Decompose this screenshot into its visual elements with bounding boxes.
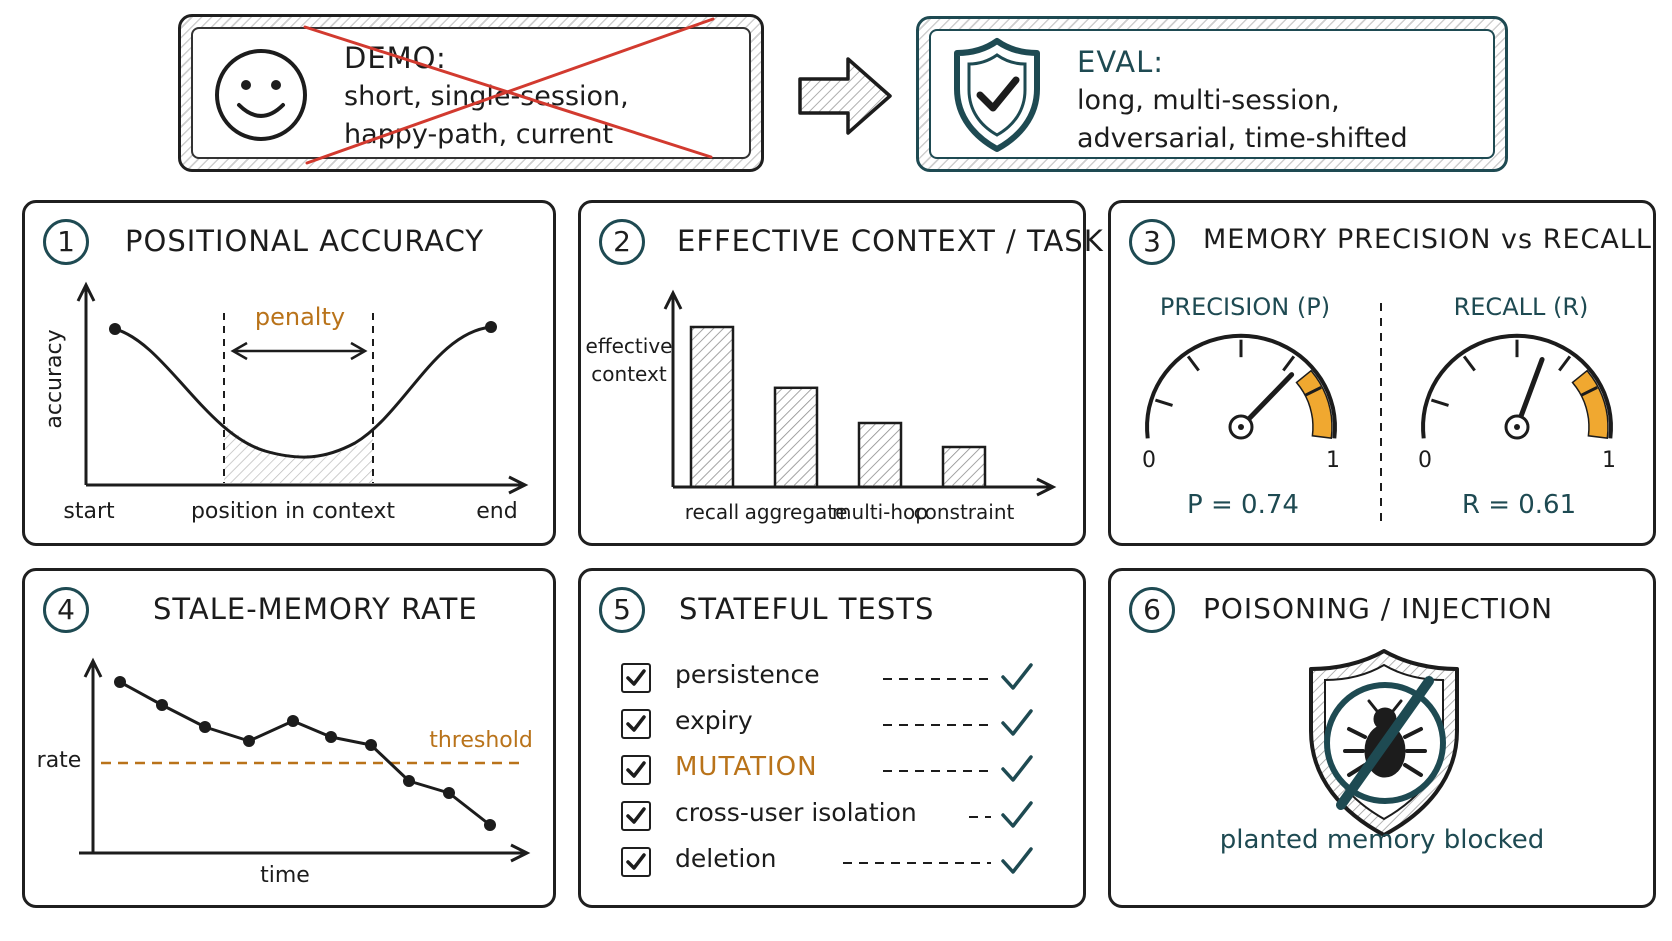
check-icon (1001, 755, 1033, 782)
panel-title: MEMORY PRECISION vs RECALL (1203, 224, 1652, 255)
gauges: PRECISION (P) 0 1 P = 0.74 RECALL (R) 0 1 R = 0… (1142, 293, 1616, 521)
eval-line-1: long, multi-session, (1077, 85, 1340, 116)
gauge-1: RECALL (R) 0 1 R = 0.61 (1418, 293, 1616, 520)
panel-title: POISONING / INJECTION (1203, 592, 1554, 625)
positional-accuracy-chart: penalty accuracy start position in conte… (42, 281, 529, 524)
gauge-readout: P = 0.74 (1187, 490, 1299, 520)
panel-title: STATEFUL TESTS (679, 592, 935, 626)
checkbox[interactable] (621, 709, 651, 739)
gauge-min-label: 0 (1142, 448, 1156, 473)
data-point (325, 731, 337, 743)
test-label: expiry (675, 706, 753, 735)
shield-check-icon (954, 38, 1040, 152)
y-axis-label: rate (37, 748, 82, 773)
panel-effective-context: 2 EFFECTIVE CONTEXT / TASK effective con… (578, 200, 1103, 546)
test-item: MUTATION (621, 752, 1061, 795)
gauge-zone (1295, 369, 1333, 439)
category-label: multi-hop (832, 500, 928, 524)
test-label: MUTATION (675, 752, 818, 782)
panel-number: 6 (1129, 587, 1175, 633)
x-end-label: end (476, 499, 517, 524)
test-item: expiry (621, 706, 1061, 749)
gauge-readout: R = 0.61 (1462, 490, 1576, 520)
checkbox[interactable] (621, 755, 651, 785)
panel-number: 1 (43, 219, 89, 265)
x-start-label: start (63, 499, 115, 524)
bar-recall (689, 325, 735, 489)
check-icon (1001, 709, 1033, 736)
eval-line-2: adversarial, time-shifted (1077, 123, 1408, 154)
stale-memory-chart: threshold rate time (37, 657, 533, 888)
x-axis-label: time (260, 863, 310, 888)
test-item: cross-user isolation (621, 798, 1061, 841)
right-arrow-icon (798, 57, 892, 135)
x-axis-label: position in context (191, 499, 395, 524)
shield-bug-blocked-icon (1309, 649, 1459, 837)
panel-title: EFFECTIVE CONTEXT / TASK (677, 224, 1104, 258)
category-label: constraint (914, 500, 1015, 524)
cross-out-mark (303, 17, 715, 165)
gauge-zone (1571, 369, 1609, 439)
data-point (114, 676, 126, 688)
bar-multi-hop (857, 421, 903, 489)
gauge-max-label: 1 (1326, 448, 1340, 473)
data-point (243, 735, 255, 747)
data-point (199, 721, 211, 733)
test-label: persistence (675, 660, 820, 689)
panel-number: 5 (599, 587, 645, 633)
category-label: aggregate (745, 500, 848, 524)
panel-poisoning-injection: 6 POISONING / INJECTION planted memory b… (1108, 568, 1656, 908)
data-point (484, 819, 496, 831)
check-icon (1001, 801, 1033, 828)
y-axis-label: accuracy (42, 329, 67, 428)
test-item: deletion (621, 844, 1061, 887)
data-point (403, 775, 415, 787)
checkbox[interactable] (621, 847, 651, 877)
gauge-min-label: 0 (1418, 448, 1432, 473)
gauge-title: PRECISION (P) (1160, 293, 1330, 321)
penalty-label: penalty (255, 303, 345, 331)
checkbox[interactable] (621, 801, 651, 831)
panel-memory-precision-recall: 3 MEMORY PRECISION vs RECALL PRECISION (… (1108, 200, 1656, 546)
curve-start-point (109, 323, 121, 335)
threshold-label: threshold (429, 728, 533, 753)
panel-number: 3 (1129, 219, 1175, 265)
test-label: deletion (675, 844, 777, 873)
panel-number: 4 (43, 587, 89, 633)
smiley-face-icon (215, 49, 307, 141)
gauge-title: RECALL (R) (1454, 293, 1589, 321)
y-axis-label-line-2: context (591, 362, 667, 386)
gauge-0: PRECISION (P) 0 1 P = 0.74 (1142, 293, 1340, 520)
category-label: recall (685, 500, 739, 524)
poisoning-caption: planted memory blocked (1219, 825, 1545, 855)
data-point (156, 699, 168, 711)
data-point (365, 739, 377, 751)
y-axis-label-line-1: effective (586, 334, 673, 358)
curve-end-point (485, 321, 497, 333)
bar-constraint (941, 445, 987, 489)
panel-stale-memory-rate: 4 STALE-MEMORY RATE threshold rate time (22, 568, 556, 908)
checkbox[interactable] (621, 663, 651, 693)
data-point (443, 787, 455, 799)
panel-title: POSITIONAL ACCURACY (125, 224, 485, 258)
demo-box: DEMO: short, single-session, happy-path,… (178, 14, 764, 172)
check-icon (1001, 847, 1033, 874)
panel-positional-accuracy: 1 POSITIONAL ACCURACY penalty accuracy s… (22, 200, 556, 546)
test-label: cross-user isolation (675, 798, 917, 827)
eval-box: EVAL: long, multi-session, adversarial, … (916, 16, 1508, 172)
eval-title: EVAL: (1077, 45, 1165, 79)
panel-number: 2 (599, 219, 645, 265)
check-icon (1001, 663, 1033, 690)
gauge-max-label: 1 (1602, 448, 1616, 473)
data-point (287, 715, 299, 727)
panel-title: STALE-MEMORY RATE (153, 592, 478, 626)
test-item: persistence (621, 660, 1061, 703)
bar-aggregate (773, 386, 819, 489)
demo-title: DEMO: (344, 41, 447, 75)
